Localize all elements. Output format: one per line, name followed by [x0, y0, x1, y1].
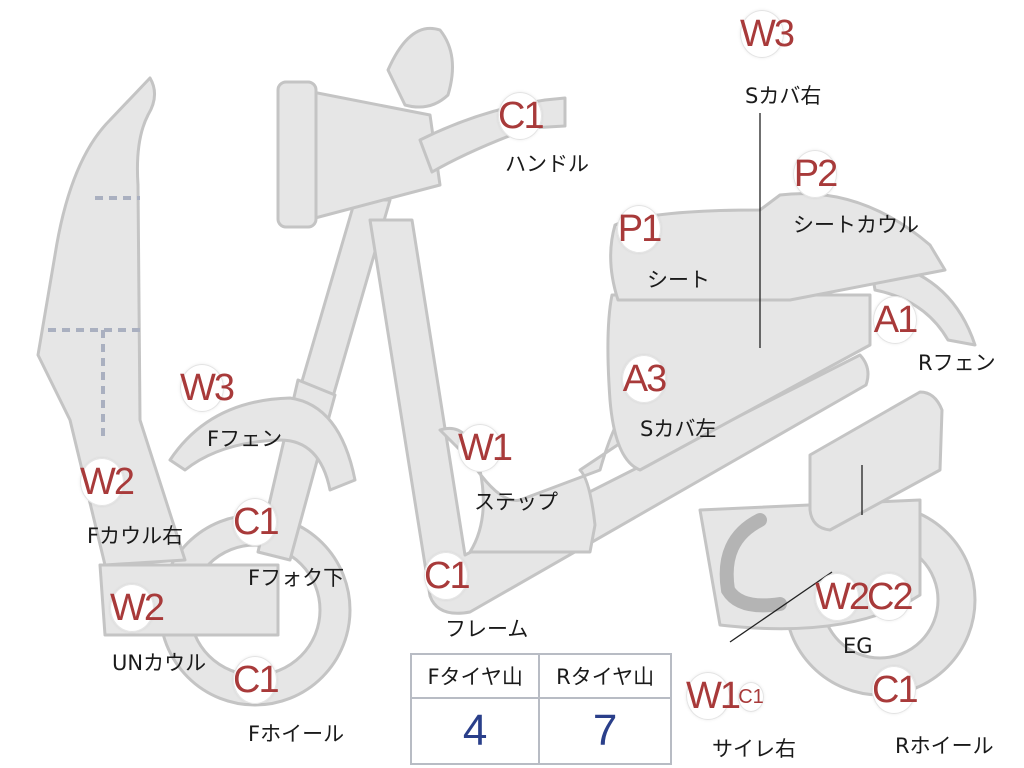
front-fender-shape — [168, 396, 357, 492]
tire-tread-table: Fタイヤ山 Rタイヤ山 4 7 — [409, 653, 672, 765]
s-cover-left-code-badge: A3 — [622, 355, 667, 403]
frame-shape — [368, 218, 870, 615]
side-cover-shape — [606, 293, 872, 472]
seat-cowl-label: シートカウル — [793, 213, 919, 237]
under-cowl-label: UNカウル — [112, 651, 207, 675]
f-wheel-code-badge: C1 — [233, 656, 280, 704]
seat-cowl-code-badge: P2 — [793, 150, 838, 198]
f-tire-tread-header: Fタイヤ山 — [409, 653, 541, 699]
s-cover-right-label: Sカバ右 — [745, 84, 822, 108]
f-fork-lower-code-badge: C1 — [233, 498, 280, 546]
exhaust-pipe-shape — [719, 513, 787, 613]
s-cover-left-label: Sカバ左 — [640, 417, 717, 441]
r-fender-code-badge: A1 — [873, 296, 918, 344]
front-cowl-shape — [36, 76, 187, 567]
f-fender-code-badge: W3 — [180, 364, 235, 412]
r-tire-tread-value: 7 — [538, 697, 672, 765]
step-label: ステップ — [474, 490, 558, 514]
handle-code-badge: C1 — [498, 92, 545, 140]
muffler-shape — [808, 390, 944, 532]
f-tire-tread-value: 4 — [409, 697, 541, 765]
handle-label: ハンドル — [505, 152, 589, 176]
seat-shape — [609, 192, 947, 302]
table-row: 4 7 — [409, 697, 672, 765]
r-tire-tread-header: Rタイヤ山 — [538, 653, 672, 699]
muffler-right-code-badge-1: W1 — [686, 672, 741, 720]
step-code-badge: W1 — [458, 424, 513, 472]
f-cowl-right-code-badge: W2 — [80, 458, 135, 506]
table-header-row: Fタイヤ山 Rタイヤ山 — [409, 653, 672, 699]
f-wheel-label: Fホイール — [248, 722, 345, 746]
frame-label: フレーム — [445, 617, 529, 641]
engine-label: EG — [843, 634, 873, 658]
frame-code-badge: C1 — [424, 552, 471, 600]
muffler-right-code-badge-2: C1 — [738, 682, 764, 712]
engine-code-badge-1: W2 — [815, 573, 870, 621]
seat-label: シート — [647, 268, 710, 292]
f-fender-label: Fフェン — [207, 427, 283, 451]
f-fork-lower-label: Fフォク下 — [248, 566, 345, 590]
r-fender-label: Rフェン — [918, 351, 996, 375]
muffler-right-label: サイレ右 — [712, 737, 796, 761]
f-cowl-right-label: Fカウル右 — [87, 524, 184, 548]
seat-code-badge: P1 — [617, 205, 662, 253]
under-cowl-code-badge: W2 — [110, 584, 165, 632]
engine-code-badge-2: C2 — [867, 573, 914, 621]
r-wheel-code-badge: C1 — [872, 666, 919, 714]
r-wheel-label: Rホイール — [895, 734, 994, 758]
mirror-shape — [386, 27, 454, 109]
s-cover-right-code-badge: W3 — [740, 10, 795, 58]
engine-shape — [698, 498, 922, 631]
